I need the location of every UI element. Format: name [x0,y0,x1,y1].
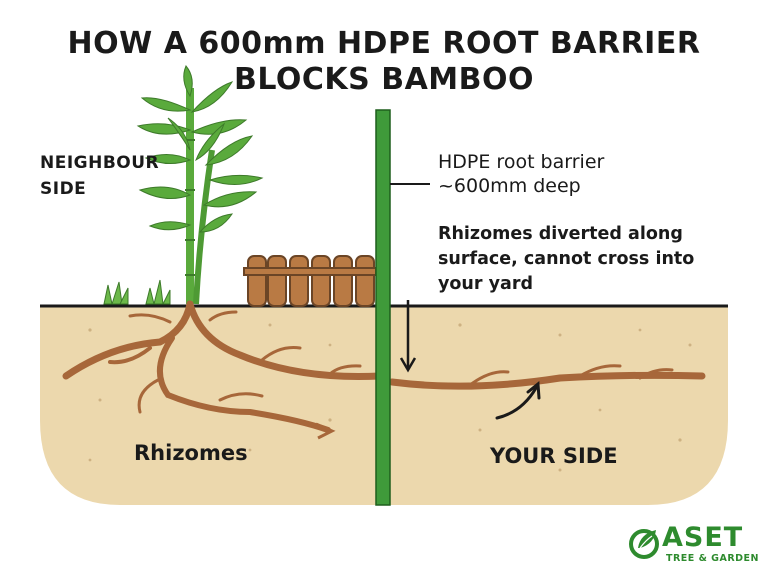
barrier-label: HDPE root barrier ~600mm deep [438,150,604,198]
diverted-label-line-2: surface, cannot cross into [438,249,695,269]
diverted-label-line-1: Rhizomes diverted along [438,224,683,244]
diverted-label: Rhizomes diverted along surface, cannot … [438,222,694,297]
curved-arrow [495,381,541,420]
diverted-label-line-3: your yard [438,274,533,294]
your-side-label: YOUR SIDE [490,444,618,468]
barrier-label-line-1: HDPE root barrier [438,151,605,173]
rhizomes-label: Rhizomes [134,441,248,465]
soil-specks [88,323,692,472]
down-arrow [399,300,417,373]
neighbour-rhizomes [62,300,384,433]
rhizome-arrowhead [315,422,336,440]
hdpe-barrier [375,109,391,506]
brand-logo: ASET TREE & GARDEN [628,522,758,566]
title-line-1: HOW A 600mm HDPE ROOT BARRIER [67,26,701,61]
bamboo-plant [136,65,264,305]
barrier-label-line-2: ~600mm deep [438,175,581,197]
diverted-rhizome [388,364,706,390]
title-line-2: BLOCKS BAMBOO [233,62,535,97]
brand-subtitle: TREE & GARDEN [666,553,759,564]
brand-word: ASET [662,522,744,553]
grass-tufts [103,279,171,305]
wooden-fence [243,255,377,307]
neighbour-side-line-2: SIDE [40,179,87,199]
neighbour-side-line-1: NEIGHBOUR [40,153,160,173]
leaf-icon [629,529,659,559]
neighbour-side-label: NEIGHBOUR SIDE [40,150,159,202]
